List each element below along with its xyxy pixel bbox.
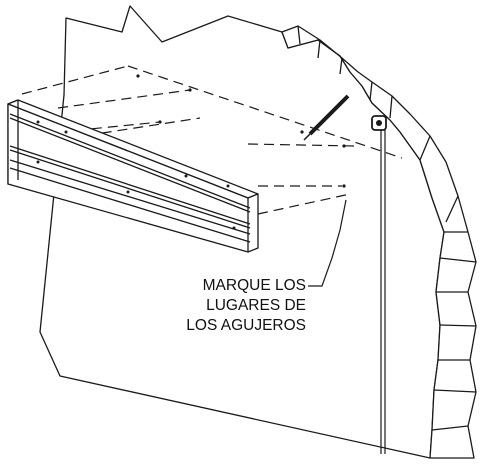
rail-hole [126, 190, 130, 194]
hole-mark [188, 88, 192, 92]
dashed-line-back-left [21, 65, 129, 95]
wall-thickness-steps [297, 25, 477, 431]
hole-mark [136, 74, 140, 78]
hole-marks [136, 74, 346, 188]
dashed-line-front-right [247, 143, 355, 147]
hole-mark [300, 130, 304, 134]
callout-line-1: MARQUE LOS [202, 277, 306, 294]
dashed-line-row-1 [57, 89, 191, 109]
callout-line-3: LOS AGUJEROS [186, 317, 306, 334]
hole-mark [342, 144, 346, 148]
rail-grooves [9, 100, 251, 252]
callout-leader [308, 199, 347, 287]
rail-hole [36, 120, 40, 124]
rail-holes [36, 120, 236, 230]
wall-thickness [281, 25, 477, 459]
mounting-rail [7, 99, 259, 253]
pencil-icon [303, 94, 350, 141]
plumb-line [371, 115, 387, 454]
callout-line-2: LUGARES DE [206, 297, 306, 314]
hole-mark [342, 184, 346, 188]
rail-hole [232, 226, 236, 230]
rail-hole [184, 174, 188, 178]
callout-label: MARQUE LOS LUGARES DE LOS AGUJEROS [150, 276, 306, 336]
dashed-line-back-top [127, 65, 403, 159]
rail-hole [226, 184, 230, 188]
rail-hole [36, 160, 40, 164]
hole-mark [158, 120, 162, 124]
rail-hole [64, 130, 68, 134]
